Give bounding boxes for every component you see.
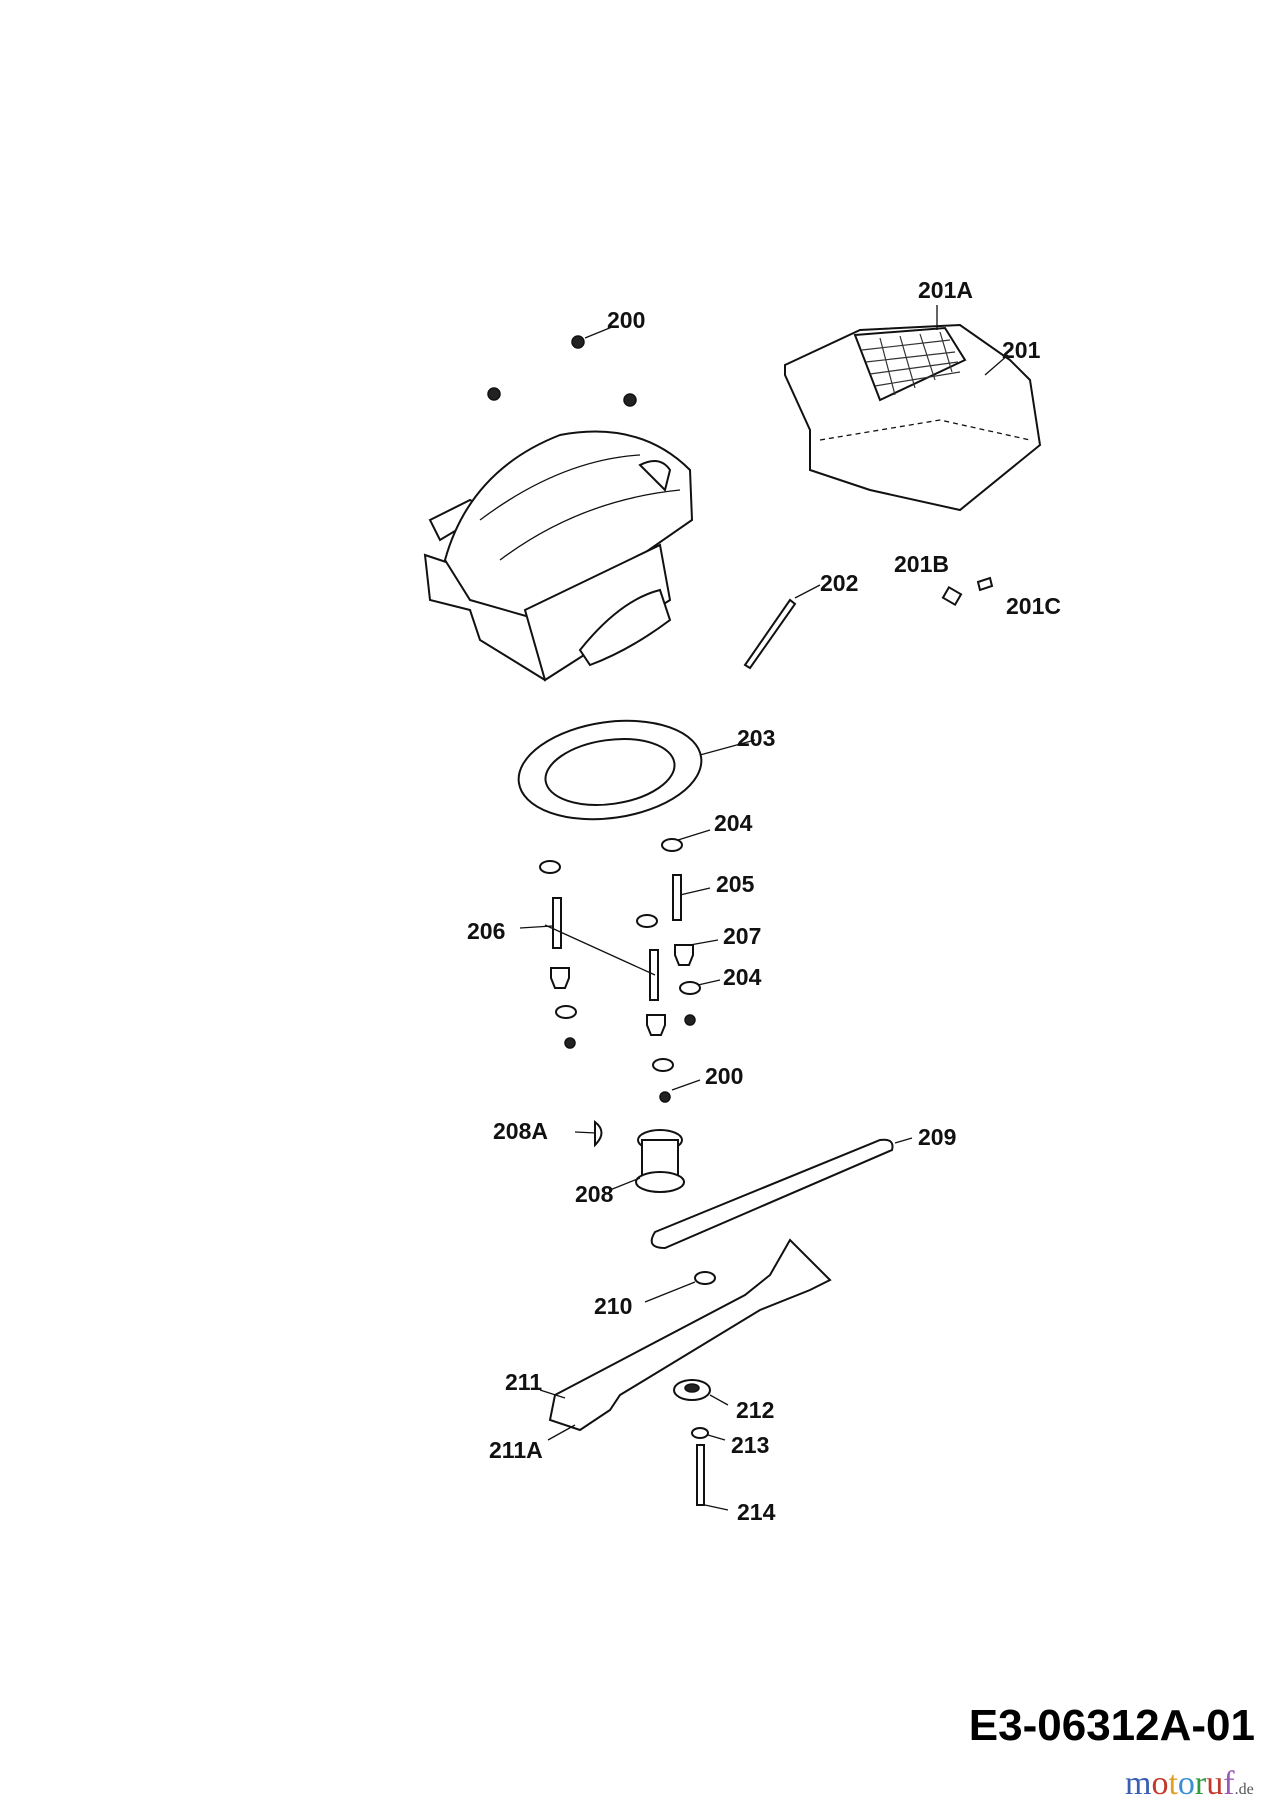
rod-202 bbox=[743, 584, 821, 670]
label-211: 211 bbox=[505, 1369, 542, 1395]
engine-cover bbox=[423, 430, 694, 682]
label-209: 209 bbox=[918, 1124, 956, 1150]
hardware-group bbox=[539, 838, 716, 1285]
blade-211 bbox=[548, 1238, 832, 1432]
label-201: 201 bbox=[1002, 337, 1041, 363]
adapter-212 bbox=[673, 1379, 711, 1401]
watermark-suffix: .de bbox=[1235, 1781, 1254, 1798]
leader-lines bbox=[519, 326, 1009, 1511]
label-207: 207 bbox=[723, 923, 761, 949]
label-210: 210 bbox=[594, 1293, 632, 1319]
label-211A: 211A bbox=[489, 1437, 543, 1463]
catcher-lid bbox=[784, 305, 1042, 512]
drawing-number: E3-06312A-01 bbox=[969, 1701, 1255, 1750]
label-204: 204 bbox=[723, 964, 762, 990]
belt-209 bbox=[650, 1138, 894, 1250]
label-201A: 201A bbox=[918, 277, 973, 303]
label-208: 208 bbox=[575, 1181, 614, 1207]
clip-201B bbox=[941, 585, 963, 607]
label-206: 206 bbox=[467, 918, 505, 944]
label-213: 213 bbox=[731, 1432, 769, 1458]
label-204: 204 bbox=[714, 810, 753, 836]
label-201C: 201C bbox=[1006, 593, 1061, 619]
screw-201C bbox=[976, 576, 994, 592]
label-202: 202 bbox=[820, 570, 858, 596]
housing-ring-203 bbox=[517, 719, 756, 821]
bolt-214 bbox=[696, 1444, 705, 1506]
label-212: 212 bbox=[736, 1397, 774, 1423]
label-214: 214 bbox=[737, 1499, 776, 1525]
label-205: 205 bbox=[716, 871, 755, 897]
label-203: 203 bbox=[737, 725, 775, 751]
key-208A bbox=[594, 1119, 603, 1148]
label-200: 200 bbox=[705, 1063, 743, 1089]
washer-213 bbox=[691, 1427, 709, 1439]
label-208A: 208A bbox=[493, 1118, 548, 1144]
pulley-208 bbox=[635, 1129, 685, 1193]
nut-200-group bbox=[487, 335, 637, 407]
watermark-logo: motoruf.de bbox=[1125, 1765, 1254, 1800]
label-201B: 201B bbox=[894, 551, 949, 577]
label-200: 200 bbox=[607, 307, 645, 333]
